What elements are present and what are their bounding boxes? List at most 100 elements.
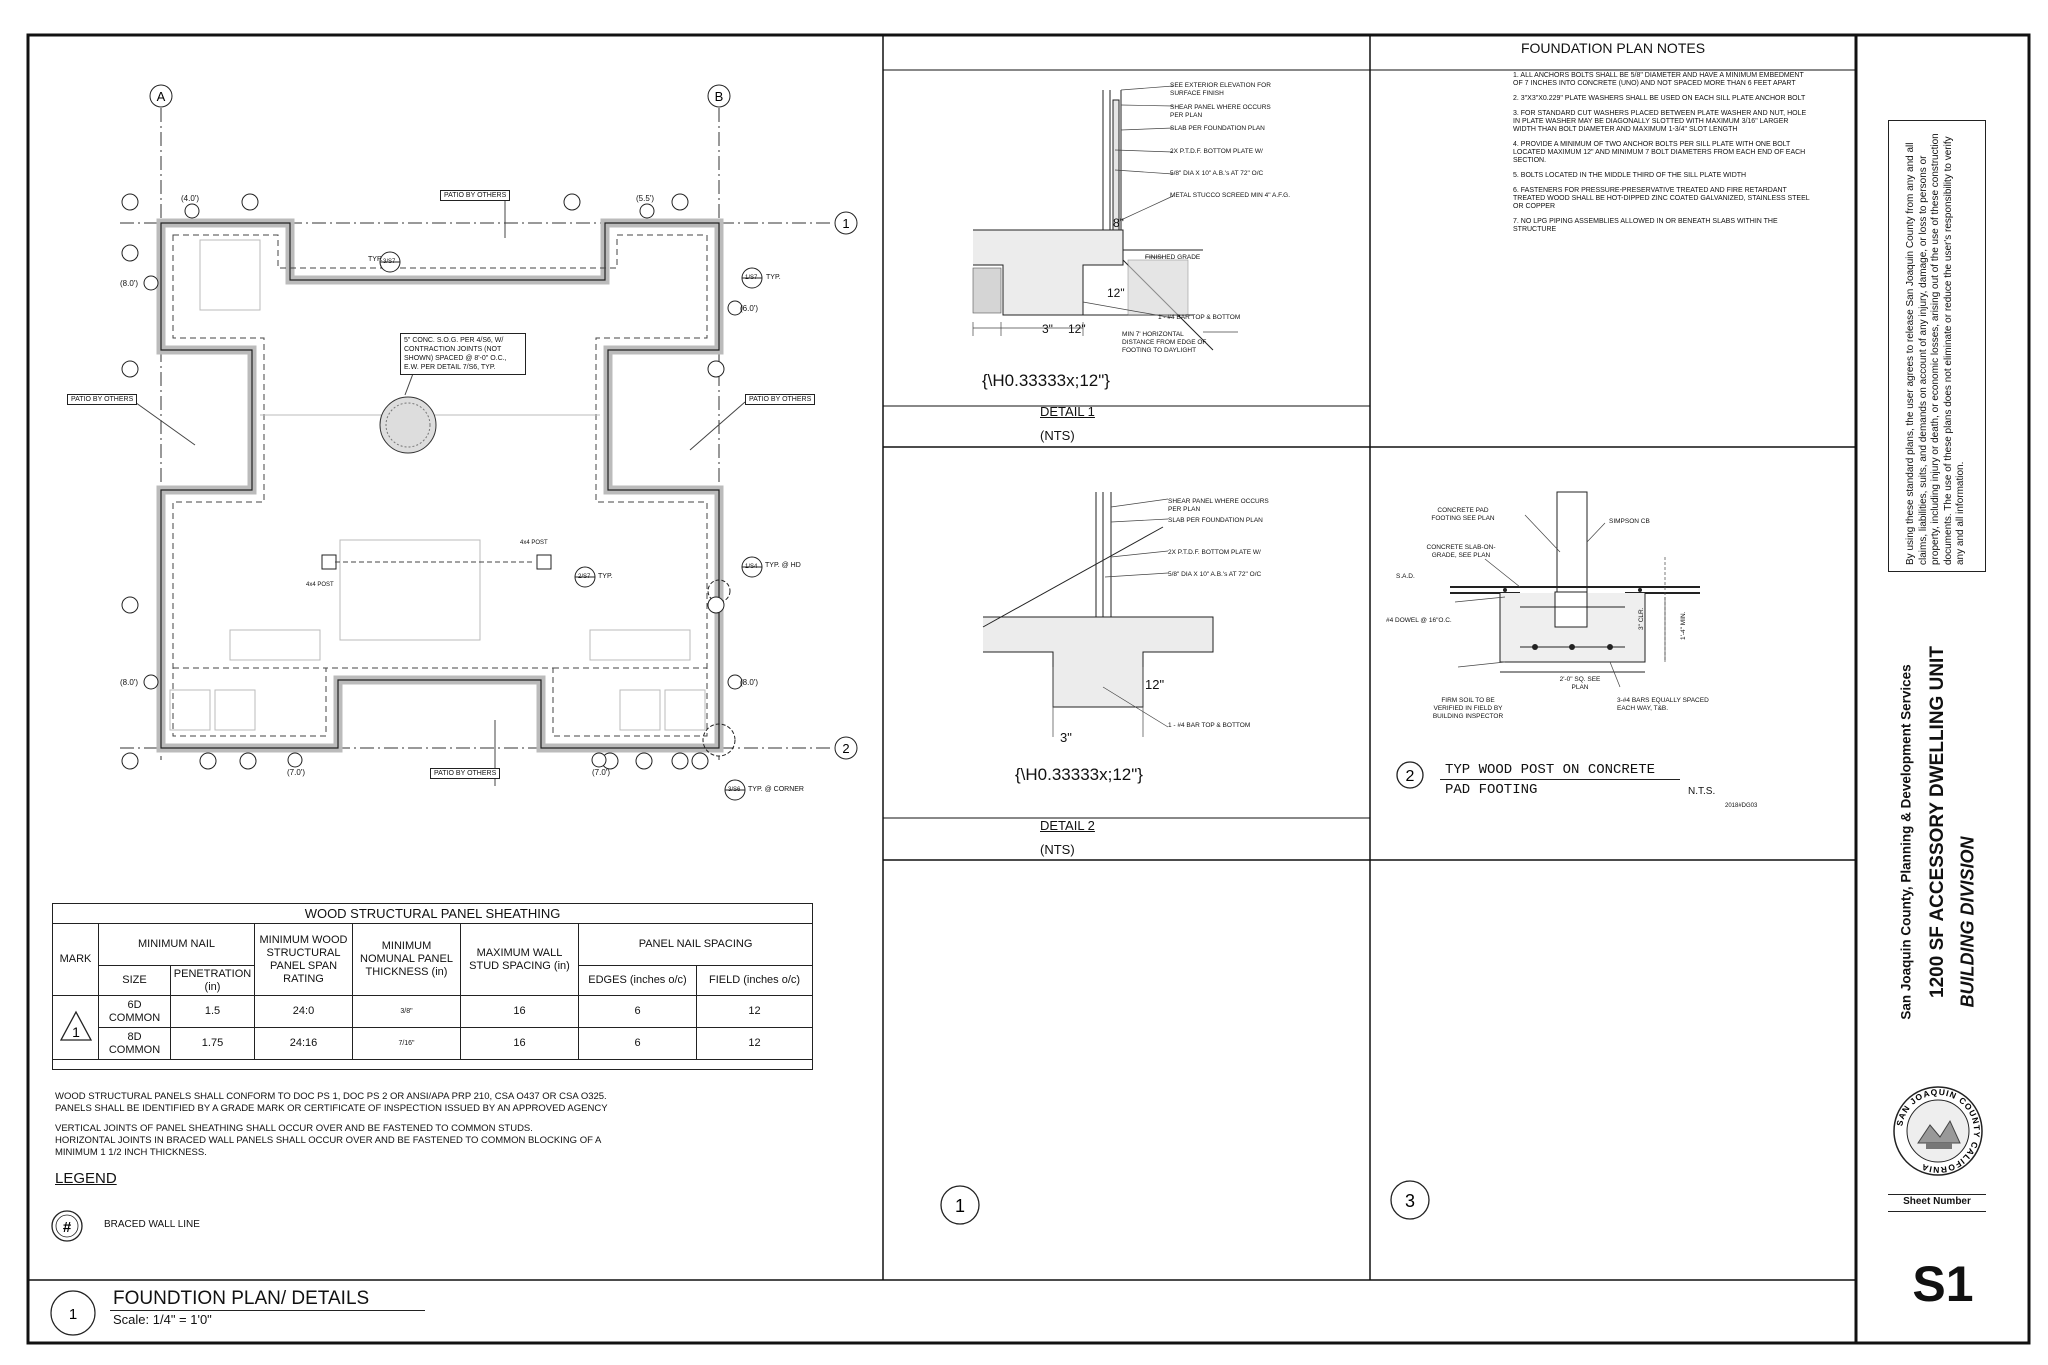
svg-text:A: A bbox=[157, 89, 166, 104]
callout: CONCRETE SLAB-ON-GRADE, SEE PLAN bbox=[1426, 544, 1496, 559]
sheet-number: S1 bbox=[1912, 1256, 1974, 1312]
callout: 1'-4" MIN. bbox=[1680, 611, 1687, 640]
callout: SLAB PER FOUNDATION PLAN bbox=[1168, 517, 1263, 524]
foundation-note: 2. 3"X3"X0.229" PLATE WASHERS SHALL BE U… bbox=[1513, 95, 1806, 102]
callout: 2X P.T.D.F. BOTTOM PLATE W/ bbox=[1168, 549, 1261, 556]
patio-label: PATIO BY OTHERS bbox=[430, 768, 501, 779]
sheathing-table: WOOD STRUCTURAL PANEL SHEATHING MARK MIN… bbox=[51, 903, 814, 1070]
detail-1-scale: (NTS) bbox=[1040, 428, 1075, 443]
sheathing-note: MINIMUM 1 1/2 INCH THICKNESS. bbox=[55, 1147, 207, 1158]
section-ref: 1/S7 bbox=[745, 275, 758, 281]
callout: 2'-0" SQ. SEE PLAN bbox=[1559, 676, 1601, 691]
foundation-plan: A B 1 2 bbox=[120, 84, 858, 801]
plan-title-bubble: 1 bbox=[50, 1290, 96, 1336]
sheet-marker-1: 1 bbox=[940, 1185, 980, 1225]
detail-2-scale: (NTS) bbox=[1040, 842, 1075, 857]
callout: 1 - #4 BAR TOP & BOTTOM bbox=[1158, 314, 1241, 321]
callout: 3" CLR. bbox=[1638, 607, 1645, 630]
svg-text:1: 1 bbox=[842, 216, 849, 231]
legend-heading: LEGEND bbox=[55, 1170, 117, 1187]
callout: MIN 7' HORIZONTAL DISTANCE FROM EDGE OF … bbox=[1122, 331, 1207, 354]
cell-edges: 6 bbox=[578, 995, 697, 1028]
dimension: 3" bbox=[1060, 730, 1072, 745]
braced-wall-icon: # bbox=[51, 1210, 83, 1242]
detail-1-drawing bbox=[972, 85, 1238, 351]
table-row: 8D COMMON 1.75 24:16 7/16" 16 6 12 bbox=[53, 1027, 814, 1060]
legend-item: BRACED WALL LINE bbox=[104, 1219, 200, 1230]
foundation-notes-heading: FOUNDATION PLAN NOTES bbox=[1520, 40, 1706, 56]
svg-text:2: 2 bbox=[842, 741, 849, 756]
patio-label: PATIO BY OTHERS bbox=[67, 394, 138, 405]
plan-dim: (7.0') bbox=[287, 768, 305, 777]
sheathing-table-title: WOOD STRUCTURAL PANEL SHEATHING bbox=[51, 903, 814, 924]
cell-field: 12 bbox=[695, 995, 814, 1028]
callout: 3-#4 BARS EQUALLY SPACED EACH WAY, T&B. bbox=[1617, 697, 1709, 712]
agency-name: San Joaquin County, Planning & Developme… bbox=[1898, 664, 1914, 1020]
plan-dim: (6.0') bbox=[740, 304, 758, 313]
callout: 5/8" DIA X 10" A.B.'s AT 72" O/C bbox=[1168, 571, 1262, 578]
callout: #4 DOWEL @ 16"O.C. bbox=[1386, 617, 1452, 624]
sheathing-notes: WOOD STRUCTURAL PANELS SHALL CONFORM TO … bbox=[55, 1091, 608, 1159]
plan-dim: (8.0') bbox=[740, 678, 758, 687]
plan-dim: (4.0') bbox=[181, 194, 199, 203]
svg-text:#: # bbox=[63, 1219, 72, 1236]
svg-text:3: 3 bbox=[1405, 1191, 1415, 1211]
col-edges: EDGES (inches o/c) bbox=[578, 965, 697, 996]
plan-dim: (5.5') bbox=[636, 194, 654, 203]
col-stud-spacing: MAXIMUM WALL STUD SPACING (in) bbox=[460, 923, 579, 996]
callout: SHEAR PANEL WHERE OCCURS PER PLAN bbox=[1170, 104, 1271, 119]
sheathing-note: VERTICAL JOINTS OF PANEL SHEATHING SHALL… bbox=[55, 1123, 533, 1134]
detail-2-drawing bbox=[982, 492, 1214, 737]
cell-penetration: 1.75 bbox=[170, 1027, 255, 1060]
foundation-note: 5. BOLTS LOCATED IN THE MIDDLE THIRD OF … bbox=[1513, 172, 1747, 179]
callout: SLAB PER FOUNDATION PLAN bbox=[1170, 125, 1265, 132]
triangle-mark-icon: 1 bbox=[59, 1010, 92, 1041]
section-ref: 3/S7 bbox=[383, 259, 396, 265]
detail-3-title-line1: TYP WOOD POST ON CONCRETE bbox=[1445, 762, 1656, 778]
post-label: 4x4 POST bbox=[306, 582, 334, 588]
dimension: 12" bbox=[1145, 677, 1165, 692]
callout: 2X P.T.D.F. BOTTOM PLATE W/ bbox=[1170, 148, 1263, 155]
detail-3-ref: 2018#DG03 bbox=[1725, 803, 1758, 809]
sheathing-note: HORIZONTAL JOINTS IN BRACED WALL PANELS … bbox=[55, 1135, 602, 1146]
plan-dim: (8.0') bbox=[120, 678, 138, 687]
callout: SEE EXTERIOR ELEVATION FOR SURFACE FINIS… bbox=[1170, 82, 1271, 97]
detail-number-bubble: 2 bbox=[1396, 761, 1424, 789]
disclaimer-text: By using these standard plans, the user … bbox=[1904, 133, 1966, 565]
callout: METAL STUCCO SCREED MIN 4" A.F.G. bbox=[1170, 192, 1291, 199]
col-span-rating: MINIMUM WOOD STRUCTURAL PANEL SPAN RATIN… bbox=[254, 923, 353, 996]
cell-penetration: 1.5 bbox=[170, 995, 255, 1028]
cell-thickness: 7/16" bbox=[352, 1027, 461, 1060]
foundation-walls bbox=[156, 218, 724, 753]
post-label: 4x4 POST bbox=[520, 540, 548, 546]
disclaimer-box bbox=[1888, 120, 1986, 572]
detail-2-label: DETAIL 2 bbox=[1040, 818, 1095, 833]
cell-stud: 16 bbox=[460, 1027, 579, 1060]
col-size: SIZE bbox=[98, 965, 171, 996]
grid-bubble-2: 2 bbox=[834, 736, 858, 760]
typ-label: TYP. bbox=[766, 274, 781, 281]
title-underline bbox=[1440, 779, 1680, 780]
sheathing-note: PANELS SHALL BE IDENTIFIED BY A GRADE MA… bbox=[55, 1103, 608, 1114]
callout: SHEAR PANEL WHERE OCCURS PER PLAN bbox=[1168, 498, 1269, 513]
foundation-note: 3. FOR STANDARD CUT WASHERS PLACED BETWE… bbox=[1513, 110, 1807, 133]
detail-3-title-line2: PAD FOOTING bbox=[1445, 782, 1538, 798]
cell-stud: 16 bbox=[460, 995, 579, 1028]
callout: CONCRETE PAD FOOTING SEE PLAN bbox=[1431, 507, 1495, 522]
svg-text:2: 2 bbox=[1406, 768, 1415, 785]
detail-3-drawing bbox=[1450, 491, 1700, 688]
section-ref: 2/S7 bbox=[578, 574, 591, 580]
table-row: 1 6D COMMON 1.5 24:0 3/8" 16 6 12 bbox=[52, 995, 814, 1060]
plan-title: FOUNDTION PLAN/ DETAILS bbox=[113, 1288, 370, 1309]
foundation-notes-list: 1. ALL ANCHORS BOLTS SHALL BE 5/8" DIAME… bbox=[1513, 72, 1813, 241]
cell-field: 12 bbox=[695, 1027, 814, 1060]
svg-text:B: B bbox=[715, 89, 724, 104]
svg-text:1: 1 bbox=[955, 1196, 965, 1216]
plan-scale: Scale: 1/4" = 1'0" bbox=[113, 1312, 212, 1327]
typ-label: TYP. @ HD bbox=[765, 562, 801, 569]
dimension: 3" bbox=[1042, 322, 1053, 336]
foundation-note: 6. FASTENERS FOR PRESSURE-PRESERVATIVE T… bbox=[1513, 187, 1810, 210]
dimension: 12" bbox=[1107, 286, 1125, 300]
cell-size: 6D COMMON bbox=[98, 995, 171, 1028]
